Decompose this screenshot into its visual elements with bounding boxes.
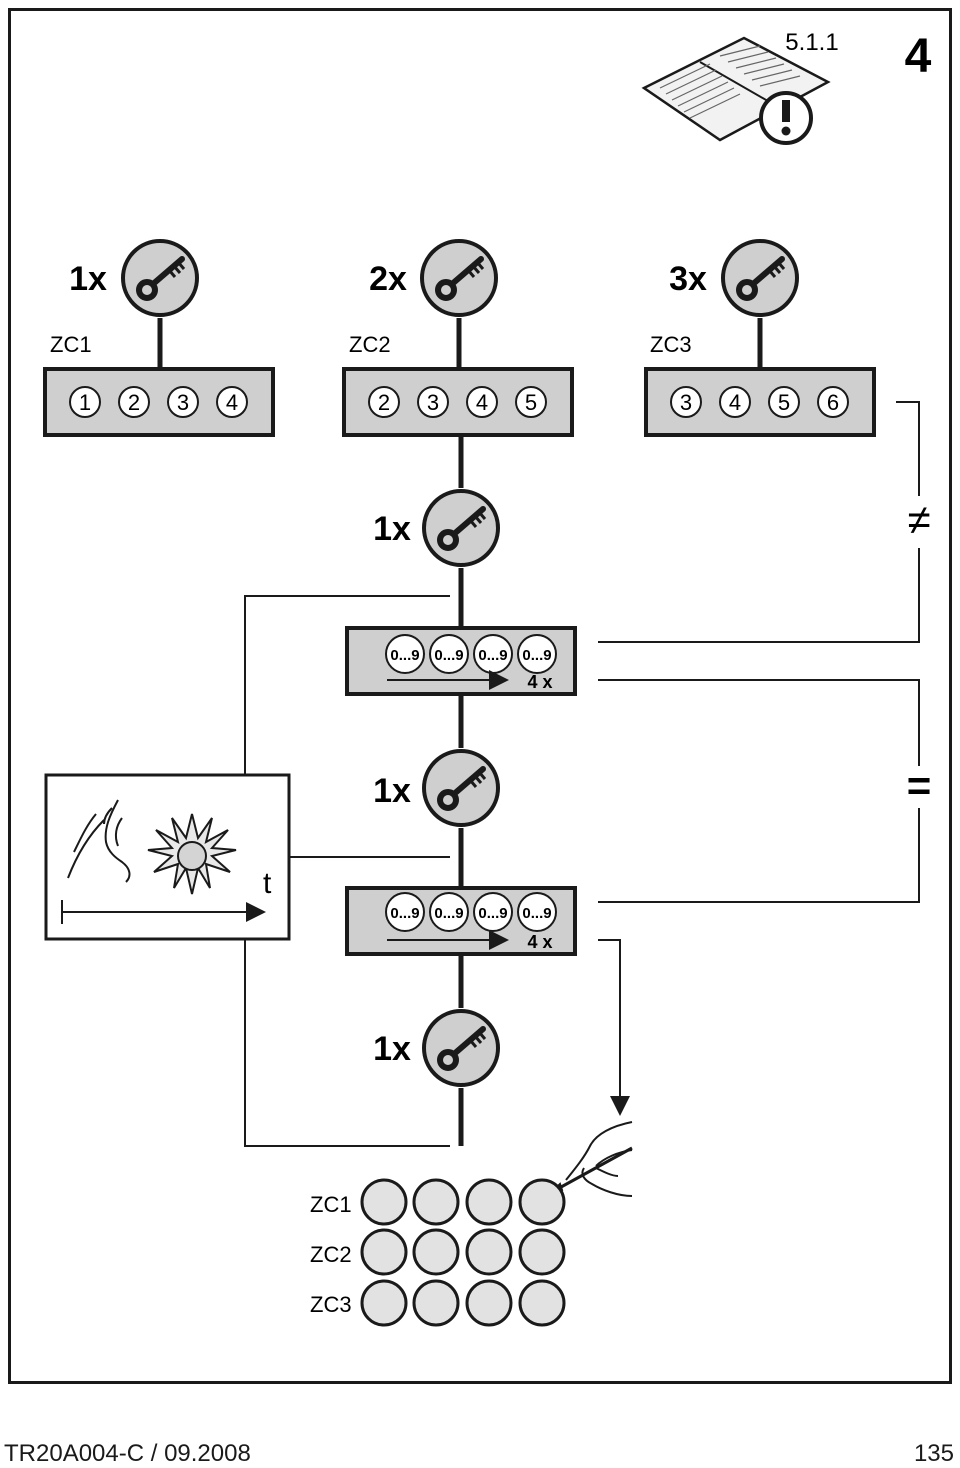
key-icon bbox=[723, 241, 797, 315]
page-frame bbox=[8, 8, 952, 1384]
zc1-digits: 1 2 3 4 bbox=[69, 386, 248, 418]
key-icon bbox=[123, 241, 197, 315]
section-number: 5.1.1 bbox=[785, 29, 838, 56]
key-icon bbox=[424, 491, 498, 565]
zc3-digits: 3 4 5 6 bbox=[670, 386, 849, 418]
record-row-label: ZC1 bbox=[310, 1192, 352, 1217]
book-icon bbox=[641, 36, 831, 142]
record-cell[interactable] bbox=[360, 1178, 408, 1226]
record-cell[interactable] bbox=[360, 1279, 408, 1327]
entry-cell: 0...9 bbox=[478, 905, 507, 922]
not-equal-sign: ≠ bbox=[907, 496, 930, 543]
digit: 4 bbox=[476, 390, 488, 415]
equal-sign: = bbox=[907, 762, 932, 809]
entry-cell: 0...9 bbox=[390, 647, 419, 664]
digit: 2 bbox=[378, 390, 390, 415]
code-entry-cells-2: 0...9 0...9 0...9 0...9 bbox=[385, 892, 557, 932]
page-number: 135 bbox=[913, 1440, 954, 1467]
record-cell[interactable] bbox=[412, 1279, 460, 1327]
record-cell[interactable] bbox=[465, 1178, 513, 1226]
not-equal-bracket bbox=[598, 401, 920, 643]
entry-cell: 0...9 bbox=[478, 647, 507, 664]
digit: 5 bbox=[525, 390, 537, 415]
zc1-count: 1x bbox=[69, 260, 107, 298]
zc3-label: ZC3 bbox=[650, 332, 692, 357]
digit: 2 bbox=[128, 390, 140, 415]
record-row-label: ZC2 bbox=[310, 1242, 352, 1267]
zc2-digits: 2 3 4 5 bbox=[368, 386, 547, 418]
entry-repeat-2: 4 x bbox=[527, 932, 552, 952]
digit: 6 bbox=[827, 390, 839, 415]
press-count-3: 1x bbox=[373, 1030, 411, 1068]
warning-icon bbox=[759, 91, 813, 145]
entry-cell: 0...9 bbox=[522, 905, 551, 922]
flashing-light-icon bbox=[147, 813, 237, 895]
key-icon bbox=[424, 1011, 498, 1085]
record-cell[interactable] bbox=[465, 1279, 513, 1327]
person-speaking-icon bbox=[67, 799, 131, 883]
entry-cell: 0...9 bbox=[434, 647, 463, 664]
record-cell[interactable] bbox=[518, 1279, 566, 1327]
timeout-bracket bbox=[244, 595, 450, 1147]
record-row-label: ZC3 bbox=[310, 1292, 352, 1317]
record-cell[interactable] bbox=[360, 1228, 408, 1276]
entry-cell: 0...9 bbox=[434, 905, 463, 922]
entry-cell: 0...9 bbox=[390, 905, 419, 922]
equal-bracket bbox=[598, 679, 920, 903]
key-icon bbox=[424, 751, 498, 825]
entry-repeat-1: 4 x bbox=[527, 672, 552, 692]
record-cell[interactable] bbox=[518, 1178, 566, 1226]
hand-writing-icon bbox=[548, 1121, 633, 1197]
zc1-label: ZC1 bbox=[50, 332, 92, 357]
digit: 5 bbox=[778, 390, 790, 415]
document-code: TR20A004-C / 09.2008 bbox=[4, 1440, 251, 1467]
record-arrow bbox=[598, 939, 630, 1116]
digit: 4 bbox=[729, 390, 741, 415]
digit: 1 bbox=[79, 390, 91, 415]
digit: 3 bbox=[680, 390, 692, 415]
digit: 3 bbox=[177, 390, 189, 415]
record-cell[interactable] bbox=[412, 1228, 460, 1276]
page-badge: 4 bbox=[905, 30, 932, 83]
zc2-label: ZC2 bbox=[349, 332, 391, 357]
press-count-2: 1x bbox=[373, 772, 411, 810]
timer-label: t bbox=[263, 867, 272, 900]
key-icon bbox=[422, 241, 496, 315]
record-table: ZC1 ZC2 ZC3 bbox=[310, 1178, 566, 1327]
timeout-illustration-box bbox=[44, 773, 291, 941]
code-entry-cells-1: 0...9 0...9 0...9 0...9 bbox=[385, 634, 557, 674]
digit: 3 bbox=[427, 390, 439, 415]
zc3-count: 3x bbox=[669, 260, 707, 298]
record-cell[interactable] bbox=[518, 1228, 566, 1276]
record-cell[interactable] bbox=[465, 1228, 513, 1276]
record-cell[interactable] bbox=[412, 1178, 460, 1226]
digit: 4 bbox=[226, 390, 238, 415]
press-count-1: 1x bbox=[373, 510, 411, 548]
zc2-count: 2x bbox=[369, 260, 407, 298]
entry-cell: 0...9 bbox=[522, 647, 551, 664]
